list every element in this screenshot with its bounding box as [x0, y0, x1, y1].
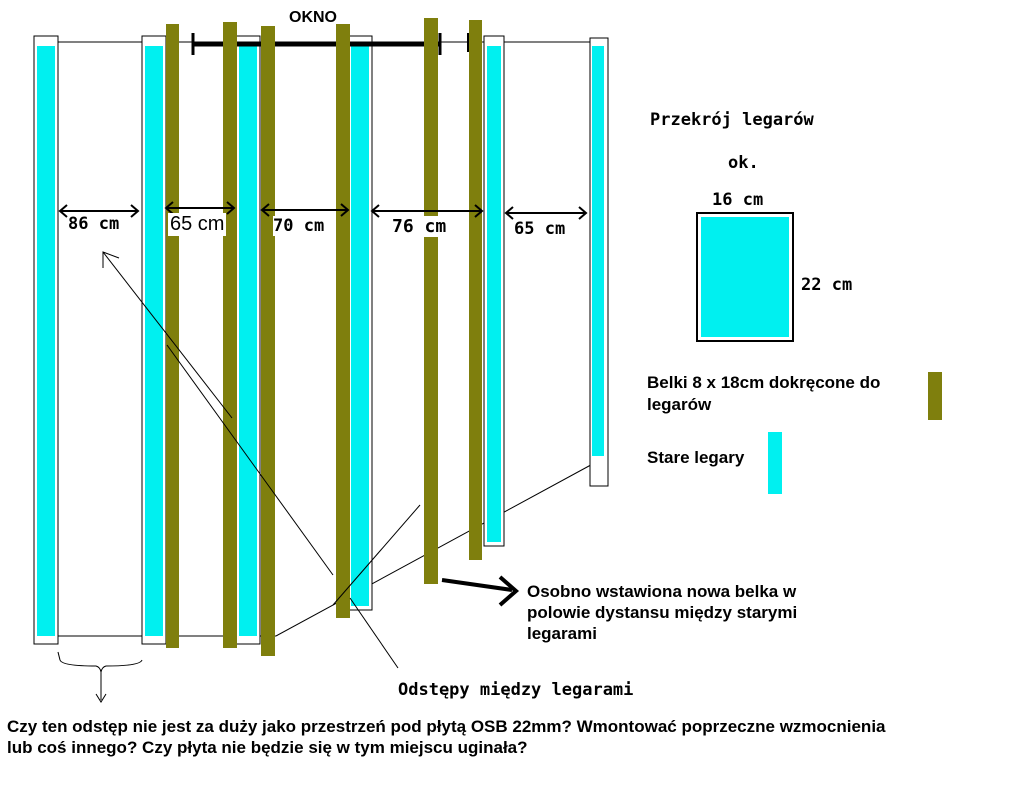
gap-brace: [59, 659, 143, 673]
old-joist: [347, 35, 373, 611]
spacing-label-1: 86 cm: [68, 214, 120, 234]
new-beam-separate: [424, 18, 438, 584]
window-label: OKNO: [289, 9, 337, 26]
cross-section-title: Przekrój legarów: [650, 110, 814, 130]
spacing-arrow: [504, 206, 588, 220]
question-text: Czy ten odstęp nie jest za duży jako prz…: [7, 717, 886, 757]
spacing-arrow: [370, 204, 484, 218]
cross-section-box: [696, 212, 794, 342]
pointer-line: [349, 597, 399, 669]
new-beam: [223, 22, 237, 648]
new-beam: [469, 20, 482, 560]
pointer-lines: [57, 251, 421, 703]
old-joist: [483, 35, 505, 547]
cross-section-height: 22 cm: [801, 275, 853, 295]
old-joists: [33, 35, 609, 645]
spacing-label-2: 65 cm: [168, 213, 227, 236]
pointer-line: [102, 251, 233, 419]
bracket-tick: [57, 651, 61, 661]
new-beams: [166, 18, 482, 656]
brace-arrowhead: [95, 693, 107, 703]
cross-section-width: 16 cm: [712, 190, 764, 210]
separate-beam-note: Osobno wstawiona nowa belka w polowie dy…: [527, 582, 798, 643]
spacing-arrow: [58, 204, 140, 218]
spacing-label-5: 65 cm: [514, 219, 566, 239]
frame-lines: [34, 41, 601, 637]
new-beam: [261, 26, 275, 656]
old-joist: [589, 37, 609, 487]
spacing-arrow: [260, 203, 350, 217]
spacing-label-3: 70 cm: [273, 216, 325, 236]
legend-swatch-old-joist: [768, 432, 782, 494]
new-beam: [336, 24, 350, 618]
spacing-arrow: [164, 201, 236, 215]
legend-swatch-new-beam: [928, 372, 942, 420]
pointer-arrowhead: [102, 251, 120, 268]
spacing-arrows: [58, 201, 588, 220]
pointer-line: [332, 504, 421, 606]
old-joist: [141, 35, 167, 645]
spacing-label-4: 76 cm: [392, 216, 447, 237]
spacing-title: Odstępy między legarami: [398, 680, 634, 700]
legend-old-joists-label: Stare legary: [647, 448, 745, 467]
legend-new-beams-label: Belki 8 x 18cm dokręcone do legarów: [647, 373, 881, 414]
new-beam: [166, 24, 179, 648]
pointer-line: [166, 344, 334, 576]
old-joist: [33, 35, 59, 645]
note-arrow: [441, 575, 520, 607]
cross-section-approx: ok.: [728, 153, 759, 173]
old-joist: [235, 35, 261, 645]
